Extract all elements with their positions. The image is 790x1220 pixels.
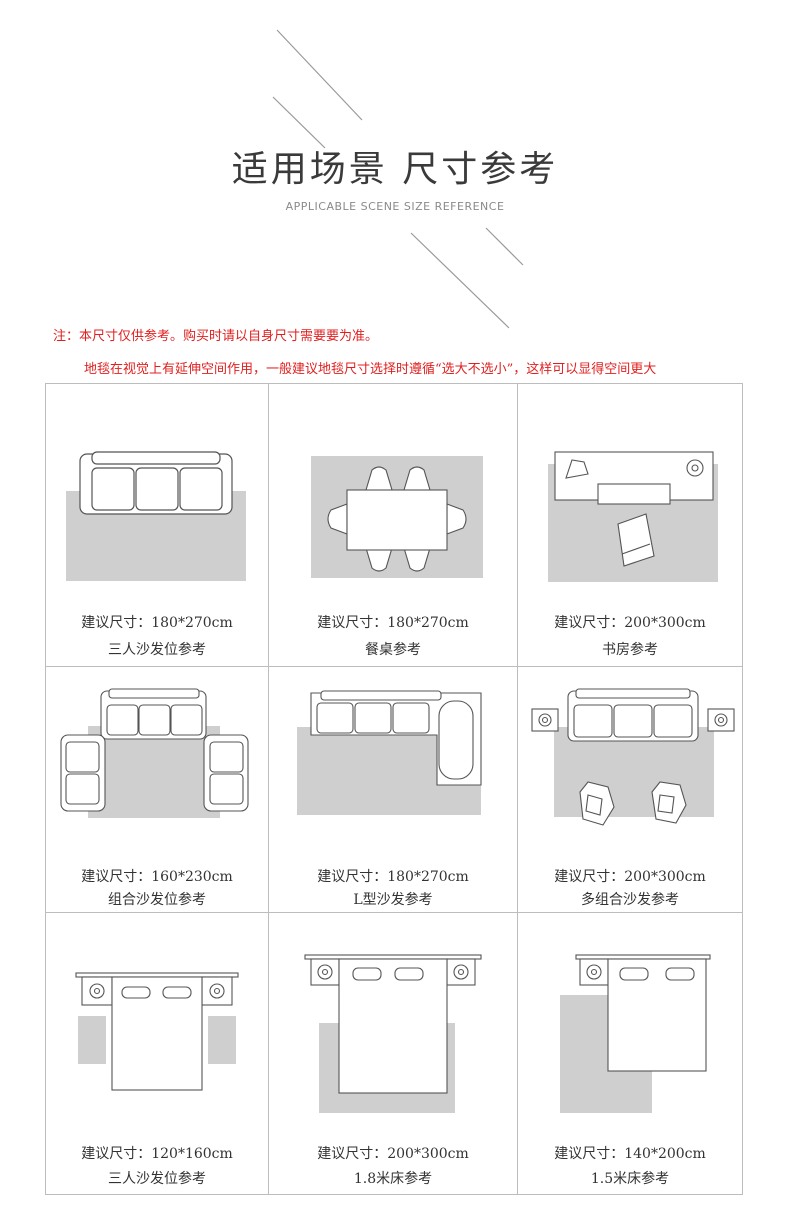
scene-label: 组合沙发位参考 <box>108 892 206 908</box>
page-title: 适用场景 尺寸参考 <box>231 149 559 190</box>
bed-1-5m-illustration <box>560 954 711 1113</box>
size-note: 注：本尺寸仅供参考。购买时请以自身尺寸需要要为准。 <box>53 329 379 344</box>
scene-grid: 建议尺寸：180*270cm 三人沙发位参考 建议尺寸：180*270cm 餐桌… <box>45 383 743 1195</box>
decorative-lines <box>272 29 524 329</box>
three-seat-sofa-illustration <box>66 451 246 581</box>
scene-card: 建议尺寸：180*270cm 三人沙发位参考 <box>46 384 268 666</box>
size-label: 建议尺寸：160*230cm <box>81 869 233 885</box>
size-label: 建议尺寸：120*160cm <box>81 1146 233 1162</box>
size-label: 建议尺寸：200*300cm <box>554 869 706 885</box>
scene-card: 建议尺寸：180*270cm 餐桌参考 <box>269 384 517 666</box>
size-label: 建议尺寸：200*300cm <box>317 1146 469 1162</box>
rug-advice-note: 地毯在视觉上有延伸空间作用，一般建议地毯尺寸选择时遵循“选大不选小”，这样可以显… <box>84 362 657 377</box>
combination-sofa-illustration <box>60 688 249 818</box>
scene-label: 1.5米床参考 <box>590 1171 670 1187</box>
size-label: 建议尺寸：140*200cm <box>554 1146 706 1162</box>
size-label: 建议尺寸：200*300cm <box>554 615 706 631</box>
scene-label: 餐桌参考 <box>365 642 421 658</box>
multi-combination-sofa-illustration <box>531 688 735 826</box>
scene-label: 书房参考 <box>602 642 658 658</box>
dining-table-illustration <box>311 456 483 578</box>
scene-card: 建议尺寸：200*300cm 1.8米床参考 <box>269 913 517 1196</box>
scene-card: 建议尺寸：120*160cm 三人沙发位参考 <box>46 913 268 1196</box>
study-room-illustration <box>548 451 718 582</box>
bed-1-8m-illustration <box>304 954 482 1113</box>
scene-card: 建议尺寸：140*200cm 1.5米床参考 <box>518 913 742 1196</box>
size-label: 建议尺寸：180*270cm <box>317 615 469 631</box>
scene-label: 多组合沙发参考 <box>581 892 679 908</box>
l-shaped-sofa-illustration <box>297 690 482 815</box>
bedroom-side-rugs-illustration <box>75 972 239 1091</box>
scene-card: 建议尺寸：200*300cm 多组合沙发参考 <box>518 667 742 912</box>
scene-label: L型沙发参考 <box>353 892 433 908</box>
scene-label: 三人沙发位参考 <box>108 1171 206 1187</box>
scene-card: 建议尺寸：200*300cm 书房参考 <box>518 384 742 666</box>
size-label: 建议尺寸：180*270cm <box>317 869 469 885</box>
scene-card: 建议尺寸：160*230cm 组合沙发位参考 <box>46 667 268 912</box>
scene-label: 三人沙发位参考 <box>108 642 206 658</box>
page-subtitle: APPLICABLE SCENE SIZE REFERENCE <box>285 200 505 213</box>
scene-label: 1.8米床参考 <box>353 1171 433 1187</box>
scene-card: 建议尺寸：180*270cm L型沙发参考 <box>269 667 517 912</box>
size-label: 建议尺寸：180*270cm <box>81 615 233 631</box>
